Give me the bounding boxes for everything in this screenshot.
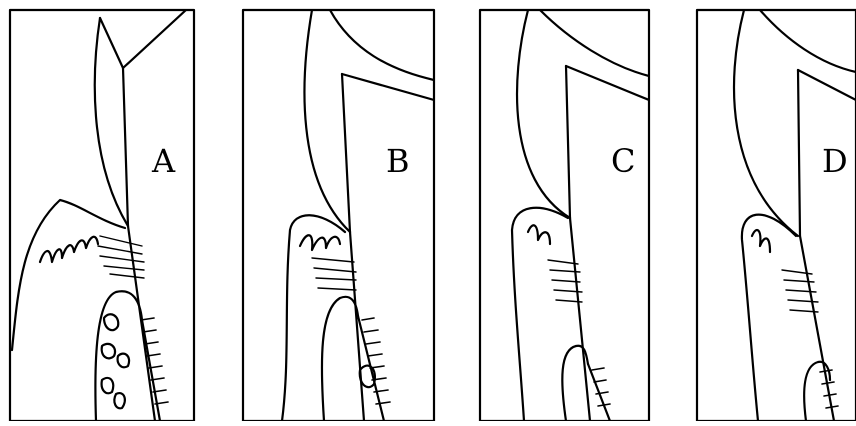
- panel-a-marrow-5: [114, 393, 124, 408]
- panel-b-crown-top: [330, 10, 434, 80]
- panel-b-bone: [322, 297, 358, 421]
- panel-c-gingiva: [512, 208, 568, 421]
- panel-d-pulp-chamber: [798, 70, 856, 100]
- panel-d-label: D: [822, 142, 848, 180]
- panel-b-rete-pegs: [300, 235, 340, 250]
- panel-c-crown-top: [540, 10, 649, 76]
- panel-d-pulp-line: [798, 70, 800, 236]
- panel-a-marrow-2: [102, 344, 115, 358]
- panel-b-pulp-line: [342, 74, 350, 232]
- panel-c-pulp-line: [566, 66, 570, 218]
- panel-a-pdl-outer: [142, 320, 160, 421]
- panel-a-pulp-chamber: [100, 10, 186, 68]
- panel-a-root-surface: [128, 226, 155, 421]
- panel-c-enamel: [517, 10, 570, 218]
- panel-a-fibers: [98, 236, 144, 278]
- panel-a-rete-pegs: [40, 237, 98, 262]
- panel-b-root-surface: [350, 232, 364, 421]
- panel-b-fibers: [312, 258, 356, 290]
- panel-b: B: [243, 10, 434, 421]
- panel-b-label: B: [386, 142, 410, 180]
- panel-a-marrow-3: [118, 354, 129, 368]
- panel-a-frame: [10, 10, 194, 421]
- panel-d: D: [697, 10, 856, 421]
- panel-a-enamel: [95, 18, 128, 226]
- panel-c-label: C: [611, 142, 635, 180]
- panel-b-pdl-rungs: [362, 318, 390, 404]
- panel-a-marrow-1: [104, 314, 118, 330]
- panel-a-marrow-4: [102, 378, 114, 393]
- panel-c-rete-pegs: [528, 225, 550, 244]
- panel-c-root-surface: [570, 218, 590, 421]
- panel-d-rete-pegs: [752, 230, 770, 252]
- panel-a-pulp-line: [123, 68, 128, 226]
- panel-a-label: A: [151, 142, 176, 180]
- panel-b-enamel: [304, 10, 350, 232]
- panel-c: C: [480, 10, 649, 421]
- panel-d-crown-top: [760, 10, 856, 72]
- panel-a: A: [10, 10, 194, 421]
- panel-a-pdl-rungs: [141, 318, 168, 404]
- panel-d-enamel: [734, 10, 798, 236]
- panel-c-pulp-chamber: [566, 66, 649, 100]
- panel-b-pulp-chamber: [342, 74, 434, 100]
